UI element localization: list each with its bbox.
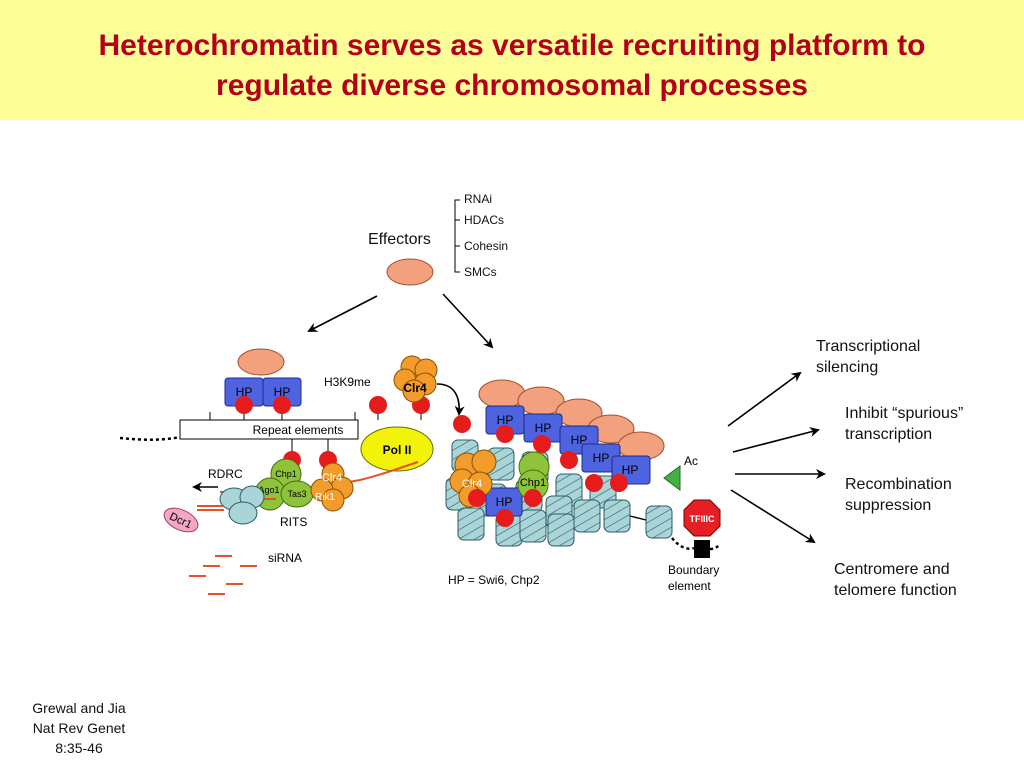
citation-line: Grewal and Jia xyxy=(32,700,126,716)
tas3-label: Tas3 xyxy=(287,489,306,499)
effector-item: Cohesin xyxy=(464,239,508,253)
hp-legend-label: HP = Swi6, Chp2 xyxy=(448,573,540,587)
outcome-line: Centromere and xyxy=(834,561,950,578)
repeat-elements-label: Repeat elements xyxy=(253,423,344,437)
element-label: element xyxy=(668,579,711,593)
ac-label: Ac xyxy=(684,454,698,468)
h3k9me-mark xyxy=(560,451,578,469)
chp1-label: Chp1 xyxy=(520,477,546,489)
outcome-line: transcription xyxy=(845,426,932,443)
hp-label: HP xyxy=(622,463,639,477)
effector-item: RNAi xyxy=(464,192,492,206)
rits-label: RITS xyxy=(280,515,307,529)
nucleosome xyxy=(645,505,673,539)
hp-label: HP xyxy=(274,385,291,399)
dna-dotted-left xyxy=(119,435,181,441)
effector-arrow-right xyxy=(442,293,494,349)
citation-line: 8:35-46 xyxy=(55,740,103,756)
acetylation-mark xyxy=(663,465,681,491)
h3k9me-mark xyxy=(273,396,291,414)
effectors-bracket xyxy=(454,199,460,273)
citation-line: Nat Rev Genet xyxy=(32,720,126,736)
h3k9me-mark xyxy=(369,396,387,414)
outcome-line: silencing xyxy=(816,359,878,376)
slide-title: Heterochromatin serves as versatile recr… xyxy=(0,26,1024,106)
effector-arrow-left xyxy=(307,295,378,332)
outcomes-group: Transcriptional silencing Inhibit “spuri… xyxy=(727,338,963,599)
h3k9me-mark xyxy=(496,425,514,443)
hp-label: HP xyxy=(497,413,514,427)
slide-title-line1: Heterochromatin serves as versatile recr… xyxy=(98,29,926,62)
outcome-line: Transcriptional xyxy=(816,338,920,355)
nucleosome xyxy=(573,499,601,533)
effector-item: HDACs xyxy=(464,213,504,227)
ago1-label: Ago1 xyxy=(258,485,279,495)
effector-oval xyxy=(386,258,434,286)
outcome-line: suppression xyxy=(845,497,931,514)
rik1-label: Rik1 xyxy=(315,492,335,503)
nucleosome-array: HP HP HP HP HP HP Clr4 Chp1 Ac TFIIIC xyxy=(445,379,721,593)
pol2-ellipse xyxy=(360,426,434,472)
outcome-line: Inhibit “spurious” xyxy=(845,405,963,422)
effector-item: SMCs xyxy=(464,265,497,279)
outcome-line: telomere function xyxy=(834,582,957,599)
nucleosome xyxy=(519,509,547,543)
slide-title-line2: regulate diverse chromosomal processes xyxy=(216,69,808,102)
hp-label: HP xyxy=(571,433,588,447)
clr4-blob xyxy=(402,379,426,403)
repeat-region: Repeat elements HP HP H3K9me Clr4 P xyxy=(119,348,465,595)
h3k9me-mark xyxy=(533,435,551,453)
h3k9me-mark xyxy=(496,509,514,527)
clr4-label: Clr4 xyxy=(462,478,482,490)
clr4-label: Clr4 xyxy=(322,472,342,484)
clr4-blob xyxy=(321,488,345,512)
dna-dotted-right xyxy=(671,537,695,550)
hp-label: HP xyxy=(496,495,513,509)
h3k9me-mark xyxy=(468,489,486,507)
tfiiic-octagon xyxy=(683,499,721,537)
outcome-line: Recombination xyxy=(845,476,952,493)
hp-label: HP xyxy=(236,385,253,399)
hp-label: HP xyxy=(535,421,552,435)
hp-label: HP xyxy=(593,451,610,465)
effector-oval xyxy=(237,348,285,376)
rdrc-subunit xyxy=(228,501,258,525)
repeat-elements-box xyxy=(179,419,359,440)
boundary-element-block xyxy=(694,540,710,558)
outcome-arrow xyxy=(732,427,820,453)
outcome-arrow xyxy=(727,371,802,427)
clr4-blob xyxy=(471,449,497,475)
h3k9me-mark xyxy=(585,474,603,492)
nucleosome xyxy=(457,507,485,541)
linker-dna xyxy=(629,515,647,521)
h3k9me-mark xyxy=(610,474,628,492)
effectors-label: Effectors xyxy=(368,231,431,248)
citation: Grewal and Jia Nat Rev Genet 8:35-46 xyxy=(0,698,158,758)
dna-dotted-right xyxy=(709,543,721,551)
boundary-label: Boundary xyxy=(668,563,719,577)
chp1-label: Chp1 xyxy=(275,469,297,479)
h3k9me-label: H3K9me xyxy=(324,375,371,389)
tfiiic-label: TFIIIC xyxy=(690,514,715,524)
nucleosome xyxy=(603,499,631,533)
dcr1-protein: Dcr1 xyxy=(163,507,199,533)
nucleosome xyxy=(547,513,575,547)
clr4-label: Clr4 xyxy=(403,381,427,395)
clr4-spreading-arrow xyxy=(436,383,465,416)
h3k9me-mark xyxy=(235,396,253,414)
title-band xyxy=(0,0,1024,120)
h3k9me-mark xyxy=(453,415,471,433)
h3k9me-mark xyxy=(524,489,542,507)
rdrc-label: RDRC xyxy=(208,467,243,481)
pol2-label: Pol II xyxy=(383,443,412,457)
sirna-label: siRNA xyxy=(268,551,302,565)
outcome-arrow xyxy=(730,489,816,544)
effectors-group: Effectors RNAi HDACs Cohesin SMCs xyxy=(307,192,508,349)
